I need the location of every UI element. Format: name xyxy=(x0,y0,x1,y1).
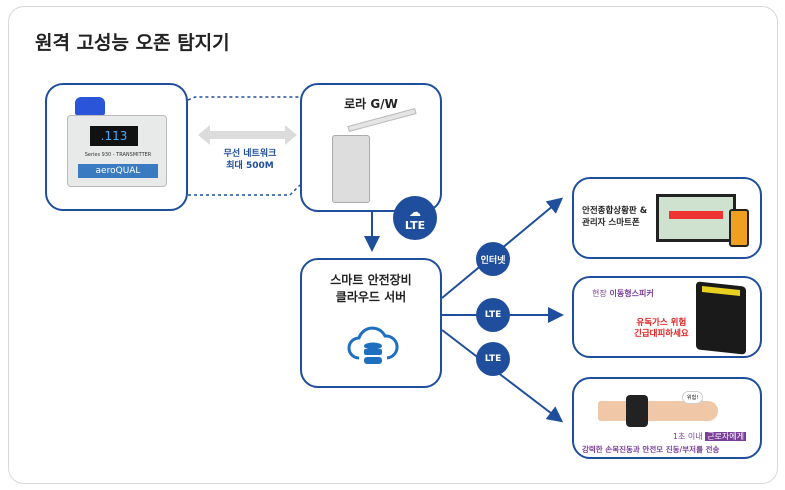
alert-line2: 긴급대피하세요 xyxy=(634,329,689,339)
internet-badge: 인터넷 xyxy=(476,242,510,276)
sensor-model: Series 930 - TRANSMITTER xyxy=(84,152,152,158)
speech-bubble: 위험! xyxy=(682,391,704,404)
wireless-line2: 최대 500M xyxy=(226,161,274,171)
speaker-label: 현장 이동형스피커 xyxy=(592,289,654,298)
dashboard-label: 안전종합상황판 & 관리자 스마트폰 xyxy=(582,205,647,229)
dashboard-box: 안전종합상황판 & 관리자 스마트폰 xyxy=(572,177,762,259)
speaker-image xyxy=(696,281,746,355)
monitor-image xyxy=(656,194,736,242)
speaker-alert: 유독가스 위험 긴급대피하세요 xyxy=(634,318,689,340)
beacon-light-icon xyxy=(75,97,105,115)
dashboard-line1: 안전종합상황판 & xyxy=(582,206,648,216)
wristband-box: 위험! 1초 이내 근로자에게 강력한 손목진동과 안전모 진동/부저를 전송 xyxy=(572,377,762,459)
cloud-line1: 스마트 안전장비 xyxy=(330,273,412,287)
cloud-line2: 클라우드 서버 xyxy=(335,290,407,304)
gateway-box: 로라 G/W xyxy=(300,83,442,212)
cloud-icon: ☁ xyxy=(409,204,421,219)
sensor-brand: aeroQUAL xyxy=(78,164,158,178)
gateway-device xyxy=(332,135,370,203)
ozone-sensor-box: .113 Series 930 - TRANSMITTER aeroQUAL xyxy=(45,83,188,211)
wristband-desc: 강력한 손목진동과 안전모 진동/부저를 전송 xyxy=(582,445,720,454)
wristband-image xyxy=(626,395,648,427)
speaker-box: 현장 이동형스피커 유독가스 위험 긴급대피하세요 xyxy=(572,276,762,358)
lte-badge-3: LTE xyxy=(476,342,510,376)
diagram-frame xyxy=(8,6,778,484)
wristband-time: 1초 이내 근로자에게 xyxy=(672,432,746,441)
smartphone-image xyxy=(729,209,749,247)
cloud-server-label: 스마트 안전장비 클라우드 서버 xyxy=(302,272,440,306)
sensor-device: .113 Series 930 - TRANSMITTER aeroQUAL xyxy=(67,115,167,187)
cloud-server-box: 스마트 안전장비 클라우드 서버 xyxy=(300,258,442,388)
gateway-title: 로라 G/W xyxy=(344,97,398,111)
arm-image xyxy=(598,401,718,421)
dashboard-line2: 관리자 스마트폰 xyxy=(582,218,640,228)
wireless-label: 무선 네트워크 최대 500M xyxy=(205,148,295,172)
lte-badge-2: LTE xyxy=(476,298,510,332)
alert-line1: 유독가스 위험 xyxy=(636,318,687,328)
double-arrow-icon xyxy=(198,125,297,145)
lte-badge: ☁ LTE xyxy=(393,196,437,240)
wireless-line1: 무선 네트워크 xyxy=(223,149,277,159)
sensor-display: .113 xyxy=(90,126,138,146)
lte-badge-label: LTE xyxy=(404,218,426,232)
cloud-database-icon xyxy=(347,326,399,364)
page-title: 원격 고성능 오존 탐지기 xyxy=(35,32,230,54)
